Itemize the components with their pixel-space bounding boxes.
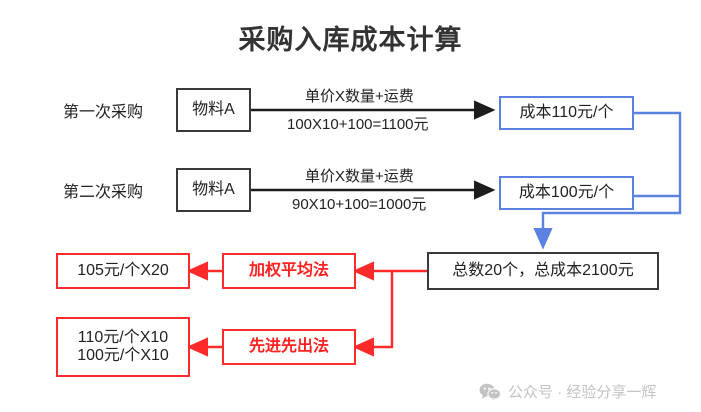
wire-cost1-to-total <box>533 111 682 250</box>
cost-box-first-purchase: 成本110元/个 <box>499 96 634 130</box>
result-line-1: 110元/个X10 <box>77 328 169 346</box>
method-box-fifo: 先进先出法 <box>222 329 356 365</box>
stage-label-second-purchase: 第二次采购 <box>63 184 144 201</box>
stage-label-first-purchase: 第一次采购 <box>63 104 144 121</box>
method-box-weighted-average: 加权平均法 <box>222 253 356 289</box>
total-summary-box: 总数20个，总成本2100元 <box>427 252 659 290</box>
formula-bottom-second-purchase: 90X10+100=1000元 <box>292 196 427 213</box>
wire-total-to-fifo <box>352 271 394 357</box>
page-title: 采购入库成本计算 <box>238 25 463 55</box>
cost-box-second-purchase: 成本100元/个 <box>499 176 634 210</box>
formula-top-first-purchase: 单价X数量+运费 <box>305 88 414 105</box>
result-line-2: 100元/个X10 <box>77 347 169 364</box>
wechat-icon <box>479 383 501 401</box>
formula-top-second-purchase: 单价X数量+运费 <box>305 168 414 185</box>
material-box-first-purchase: 物料A <box>176 88 251 132</box>
formula-bottom-first-purchase: 100X10+100=1100元 <box>287 116 429 133</box>
result-line-1: 105元/个X20 <box>77 261 169 279</box>
result-box-weighted-average: 105元/个X20 <box>56 253 190 289</box>
material-box-second-purchase: 物料A <box>176 168 251 212</box>
watermark-text: 公众号 · 经验分享一辉 <box>508 384 657 401</box>
watermark: 公众号 · 经验分享一辉 <box>479 381 656 402</box>
result-box-fifo: 110元/个X10 100元/个X10 <box>56 317 190 377</box>
